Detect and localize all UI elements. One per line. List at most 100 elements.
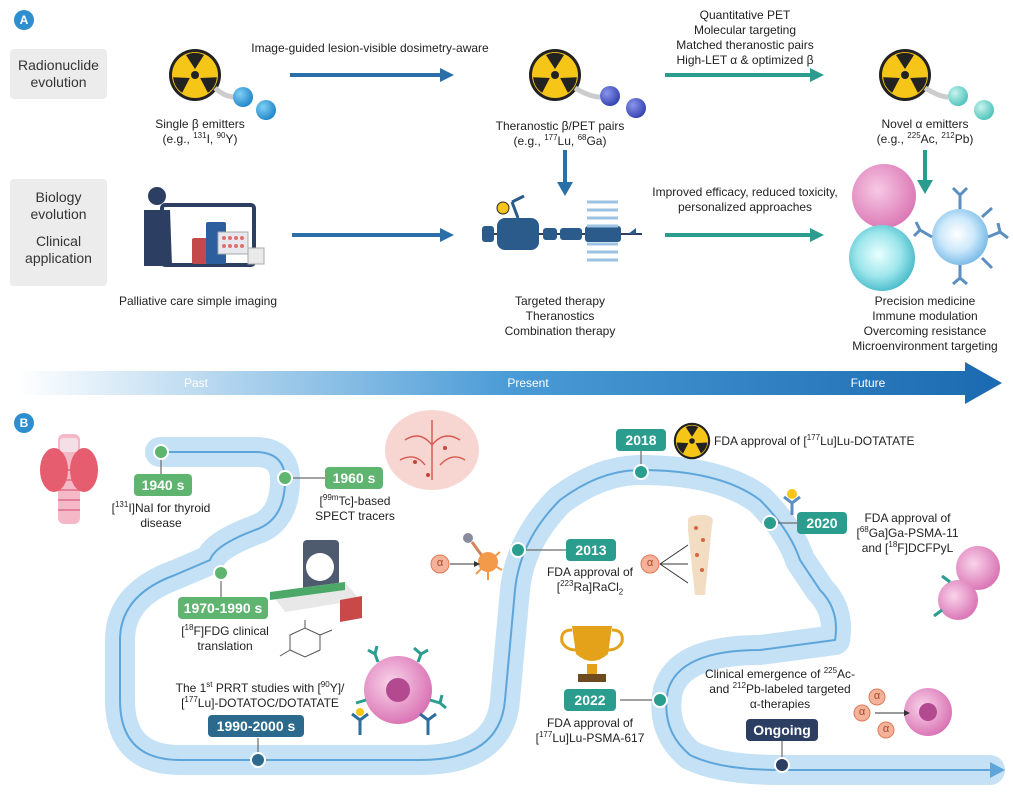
desc-2020-l1: FDA approval of	[864, 511, 951, 525]
stage2-clinical: Targeted therapy Theranostics Combinatio…	[470, 294, 650, 339]
alpha-particle-2013	[430, 554, 450, 574]
desc-2018-sup: 177	[806, 433, 821, 442]
desc-1990-supb: 90	[320, 680, 330, 689]
arrow-down-theranostic	[557, 182, 573, 196]
alpha-target-cell-icon	[463, 533, 503, 580]
alpha-symbol-ongoing-2: α	[858, 706, 866, 718]
desc-1970-pre: [	[181, 624, 185, 638]
receptor-targeting-icon	[482, 194, 642, 262]
particle-alpha-1	[948, 86, 968, 106]
badge-1990: 1990-2000 s	[208, 715, 304, 737]
psma-receptor-icon	[783, 495, 801, 515]
stage1-example: (e.g., 131I, 90Y)	[110, 132, 290, 147]
antibody-icons	[912, 186, 1009, 286]
desc-2022-post: Lu]Lu-PSMA-617	[552, 731, 645, 745]
badge-1940: 1940 s	[134, 474, 192, 496]
desc-ongoing-l2sup: 212	[732, 681, 746, 690]
desc-1990-l2pre: [	[181, 696, 185, 710]
stage3-iso2: Pb)	[954, 132, 974, 146]
desc-2022-sup: 177	[538, 730, 553, 739]
stage3-clinical-4: Microenvironment targeting	[852, 339, 998, 353]
tumor-cell-antibody-icon	[351, 645, 447, 735]
tumor-cell-pink	[852, 164, 916, 228]
badge-2022: 2022	[564, 689, 616, 711]
desc-2013-mid: Ra]RaCl	[573, 580, 619, 594]
stage2-iso1-sup: 177	[544, 133, 558, 142]
desc-1960-sup: 99m	[322, 493, 339, 502]
alpha-symbol-ongoing-3: α	[882, 723, 890, 735]
desc-1990-supa: st	[206, 680, 213, 689]
desc-2018-pre: FDA approval of [	[714, 434, 807, 448]
row-label-radionuclide-l1: Radionuclide	[18, 57, 99, 73]
stage3-iso1: Ac,	[920, 132, 942, 146]
desc-2013-sup: 223	[560, 579, 574, 588]
tumor-cell-teal	[849, 225, 915, 291]
row-label-biology-l1: Biology	[35, 189, 82, 205]
panel-a-label: A	[14, 10, 34, 30]
desc-ongoing-l2pre: and	[709, 682, 733, 696]
arrow2-label-4: High-LET α & optimized β	[676, 53, 814, 67]
desc-1940-l2: disease	[140, 516, 182, 530]
arrow2-label-3: Matched theranostic pairs	[676, 38, 814, 52]
panel-b-label: B	[14, 413, 34, 433]
alpha-symbol-ongoing-1: α	[873, 690, 881, 702]
desc-2013-pre: [	[556, 580, 561, 594]
stage3-iso2-sup: 212	[941, 131, 955, 140]
stage1-iso1-sup: 131	[193, 131, 207, 140]
panel-a-graphics	[18, 49, 1009, 404]
arrow-row1-a	[440, 68, 454, 82]
stage2-iso2: Ga)	[586, 134, 607, 148]
radiation-icon-alpha	[879, 49, 931, 101]
desc-1990-l2post: Lu]-DOTATOC/DOTATATE	[197, 696, 339, 710]
arrow3-labels: Improved efficacy, reduced toxicity, per…	[630, 185, 860, 215]
desc-2022-l1: FDA approval of	[546, 716, 634, 730]
radiation-icon-beta	[169, 49, 221, 101]
timeline-arrow	[18, 362, 1002, 404]
arrow-row2-a	[440, 228, 454, 242]
desc-ongoing-l2post: Pb-labeled targeted	[745, 682, 851, 696]
desc-2020: FDA approval of [68Ga]Ga-PSMA-11 and [18…	[850, 511, 965, 556]
particle-theranostic-2	[626, 98, 646, 118]
alpha-symbol-bone: α	[646, 557, 654, 569]
desc-2013-sub: 2	[618, 587, 624, 597]
desc-1940: [131I]NaI for thyroid disease	[96, 501, 226, 531]
stage2-clinical-1: Targeted therapy	[514, 294, 606, 308]
arrow-row1-b	[810, 68, 824, 82]
particle-theranostic-1	[600, 86, 620, 106]
stage1-clinical: Palliative care simple imaging	[118, 294, 278, 308]
stage1-iso1: I,	[206, 132, 217, 146]
desc-2013: FDA approval of [223Ra]RaCl2	[540, 565, 640, 597]
desc-1960-l2: SPECT tracers	[315, 509, 395, 523]
stage3-clinical-2: Immune modulation	[872, 309, 978, 323]
desc-1960: [99mTc]-based SPECT tracers	[300, 494, 410, 524]
immune-cell-blue	[932, 209, 988, 265]
particle-beta-1	[233, 87, 253, 107]
alpha-particles-ongoing	[853, 688, 895, 739]
desc-2018-post: Lu]Lu-DOTATATE	[820, 434, 915, 448]
alpha-therapy-cell-icon	[904, 688, 952, 736]
particle-beta-2	[256, 100, 276, 120]
particle-alpha-2	[974, 100, 994, 120]
stage1-iso2-sup: 90	[216, 131, 226, 140]
arrow3-label-1: Improved efficacy, reduced toxicity,	[652, 185, 838, 199]
stage3-clinical-1: Precision medicine	[874, 294, 976, 308]
arrow3-label-2: personalized approaches	[677, 200, 813, 214]
stage2-iso2-sup: 68	[577, 133, 587, 142]
desc-1940-pre: [	[111, 501, 115, 515]
desc-2020-l2pre: [	[856, 526, 860, 540]
desc-2020-l2sup: 68	[859, 525, 869, 534]
desc-1940-post: I]NaI for thyroid	[128, 501, 211, 515]
fdg-molecule-icon	[279, 620, 333, 658]
desc-ongoing-l1pre: Clinical emergence of	[704, 667, 824, 681]
desc-1990-l2sup: 177	[184, 695, 198, 704]
arrow1-label: Image-guided lesion-visible dosimetry-aw…	[251, 41, 489, 55]
desc-2020-l3pre: and [	[861, 541, 889, 555]
stage2-iso1: Lu,	[557, 134, 578, 148]
trophy-icon	[560, 626, 624, 682]
thyroid-icon	[40, 434, 98, 524]
desc-2020-l2post: Ga]Ga-PSMA-11	[868, 526, 959, 540]
desc-ongoing-l3: α-therapies	[749, 697, 811, 711]
desc-2022-pre: [	[535, 731, 539, 745]
desc-2020-l3sup: 18	[888, 540, 898, 549]
row-label-radionuclide: Radionuclide evolution	[10, 49, 107, 99]
